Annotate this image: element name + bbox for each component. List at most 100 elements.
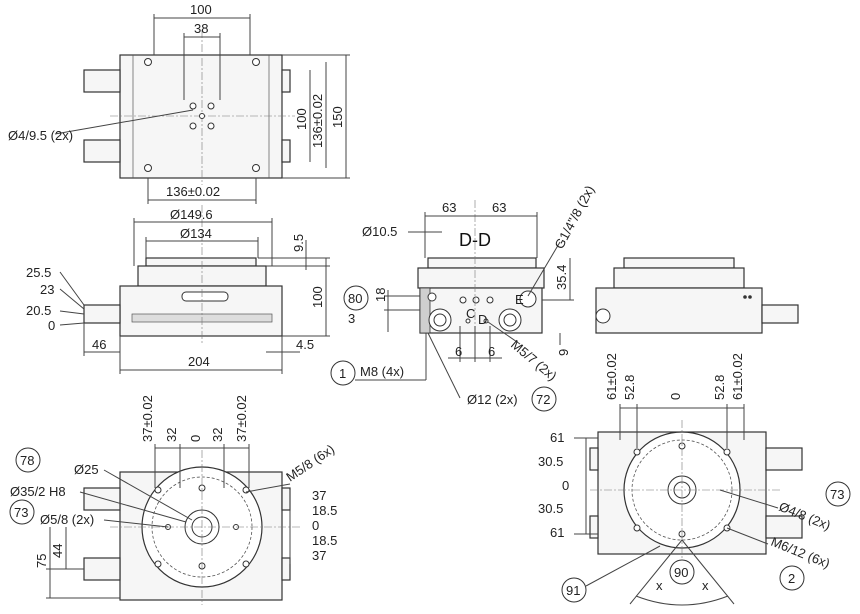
dim-3: 3 xyxy=(348,311,355,326)
balloon-90-label: 90 xyxy=(674,565,688,580)
dim-0-front: 0 xyxy=(48,318,55,333)
dim-75: 75 xyxy=(34,554,49,568)
dim-hole: Ø4/9.5 (2x) xyxy=(8,128,73,143)
dim-35: Ø35/2 H8 xyxy=(10,484,66,499)
dim-30-5a: 30.5 xyxy=(538,454,563,469)
side-top-plate xyxy=(623,257,735,269)
section-view: D-D C D E 63 63 Ø10.5 G1/4"/8 (2x) 35.4 … xyxy=(330,183,597,412)
balloon-2-label: 2 xyxy=(788,571,795,586)
dim-m8: M8 (4x) xyxy=(360,364,404,379)
side-table xyxy=(613,267,745,289)
dim-12: Ø12 (2x) xyxy=(467,392,518,407)
balloon-73 xyxy=(9,499,35,525)
dim-61-left: 61±0.02 xyxy=(604,353,619,400)
front-view: Ø149.6 Ø134 9.5 100 25.5 23 20.5 0 46 20… xyxy=(26,205,330,374)
rb-port-upper xyxy=(765,447,803,471)
dim-9: 9 xyxy=(556,349,571,356)
dim-100-front: 100 xyxy=(310,286,325,308)
dim-52-8-left: 52.8 xyxy=(622,375,637,400)
dim-18: 18 xyxy=(373,288,388,302)
front-port xyxy=(83,304,121,324)
balloon-80-label: 80 xyxy=(348,291,362,306)
dim-100-right: 100 xyxy=(294,108,309,130)
dim-150: 150 xyxy=(330,106,345,128)
dim-134: Ø134 xyxy=(180,226,212,241)
balloon-80 xyxy=(343,285,369,311)
letter-e: E xyxy=(515,292,524,307)
balloon-2 xyxy=(779,565,805,591)
dim-25-5: 25.5 xyxy=(26,265,51,280)
dim-0-rb: 0 xyxy=(562,478,569,493)
dim-30-5b: 30.5 xyxy=(538,501,563,516)
top-port-lower xyxy=(83,139,121,163)
top-right-stub-b xyxy=(281,139,291,163)
dim-136-bottom: 136±0.02 xyxy=(166,184,220,199)
dim-61-right: 61±0.02 xyxy=(730,353,745,400)
dim-20-5: 20.5 xyxy=(26,303,51,318)
balloon-90 xyxy=(669,559,695,585)
dim-r0: 0 xyxy=(312,518,319,533)
dim-52-8-right: 52.8 xyxy=(712,375,727,400)
dim-204: 204 xyxy=(188,354,210,369)
balloon-73-rb-label: 73 xyxy=(830,487,844,502)
dim-100: 100 xyxy=(190,2,212,17)
side-port xyxy=(761,304,799,324)
dim-m612: M6/12 (6x) xyxy=(769,534,832,571)
top-right-stub-a xyxy=(281,69,291,93)
bottom-port-upper xyxy=(83,487,121,511)
dim-6a: 6 xyxy=(455,344,462,359)
dim-63b: 63 xyxy=(492,200,506,215)
dim-32-right: 32 xyxy=(210,428,225,442)
dim-38: 38 xyxy=(194,21,208,36)
dim-44: 44 xyxy=(50,544,65,558)
dim-46: 46 xyxy=(92,337,106,352)
dim-136-right: 136±0.02 xyxy=(310,94,325,148)
balloon-78-label: 78 xyxy=(20,453,34,468)
dim-r37: 37 xyxy=(312,488,326,503)
section-table xyxy=(417,267,545,289)
dim-37-left: 37±0.02 xyxy=(140,395,155,442)
dim-0-top: 0 xyxy=(668,393,683,400)
top-view: 100 38 Ø4/9.5 (2x) 136±0.02 100 136±0.02… xyxy=(8,2,350,204)
dim-61b: 61 xyxy=(550,525,564,540)
letter-d: D xyxy=(478,312,487,327)
dim-r18-5a: 18.5 xyxy=(312,503,337,518)
balloon-1-label: 1 xyxy=(339,366,346,381)
top-port-upper xyxy=(83,69,121,93)
dim-61a: 61 xyxy=(550,430,564,445)
side-view xyxy=(595,257,799,334)
dim-m58: M5/8 (6x) xyxy=(283,441,337,484)
dim-23: 23 xyxy=(40,282,54,297)
balloon-91 xyxy=(561,577,587,603)
dim-10-5: Ø10.5 xyxy=(362,224,397,239)
dim-m57: M5/7 (2x) xyxy=(508,337,560,384)
rb-port-lower xyxy=(765,515,803,539)
x-right: x xyxy=(702,578,709,593)
balloon-91-label: 91 xyxy=(566,583,580,598)
dim-25: Ø25 xyxy=(74,462,99,477)
dim-63a: 63 xyxy=(442,200,456,215)
balloon-72-label: 72 xyxy=(536,392,550,407)
dim-9-5: 9.5 xyxy=(291,234,306,252)
bottom-view: 37±0.02 32 0 32 37±0.02 78 Ø25 Ø35/2 H8 … xyxy=(9,395,337,605)
dim-r37b: 37 xyxy=(312,548,326,563)
dim-r18-5b: 18.5 xyxy=(312,533,337,548)
dim-4-5: 4.5 xyxy=(296,337,314,352)
right-bottom-view: 61±0.02 52.8 0 52.8 61±0.02 61 30.5 0 30… xyxy=(538,353,851,606)
balloon-1 xyxy=(330,360,356,386)
section-top-plate xyxy=(427,257,537,269)
x-left: x xyxy=(656,578,663,593)
dim-g14: G1/4"/8 (2x) xyxy=(551,183,597,252)
balloon-72 xyxy=(531,386,557,412)
dim-37-right: 37±0.02 xyxy=(234,395,249,442)
letter-c: C xyxy=(466,306,475,321)
balloon-73-rb xyxy=(825,481,851,507)
dim-6b: 6 xyxy=(488,344,495,359)
dim-0-bottom: 0 xyxy=(188,435,203,442)
front-top-plate xyxy=(145,257,257,267)
dim-149-6: Ø149.6 xyxy=(170,207,213,222)
bottom-port-lower xyxy=(83,557,121,581)
dim-35-4: 35.4 xyxy=(554,265,569,290)
